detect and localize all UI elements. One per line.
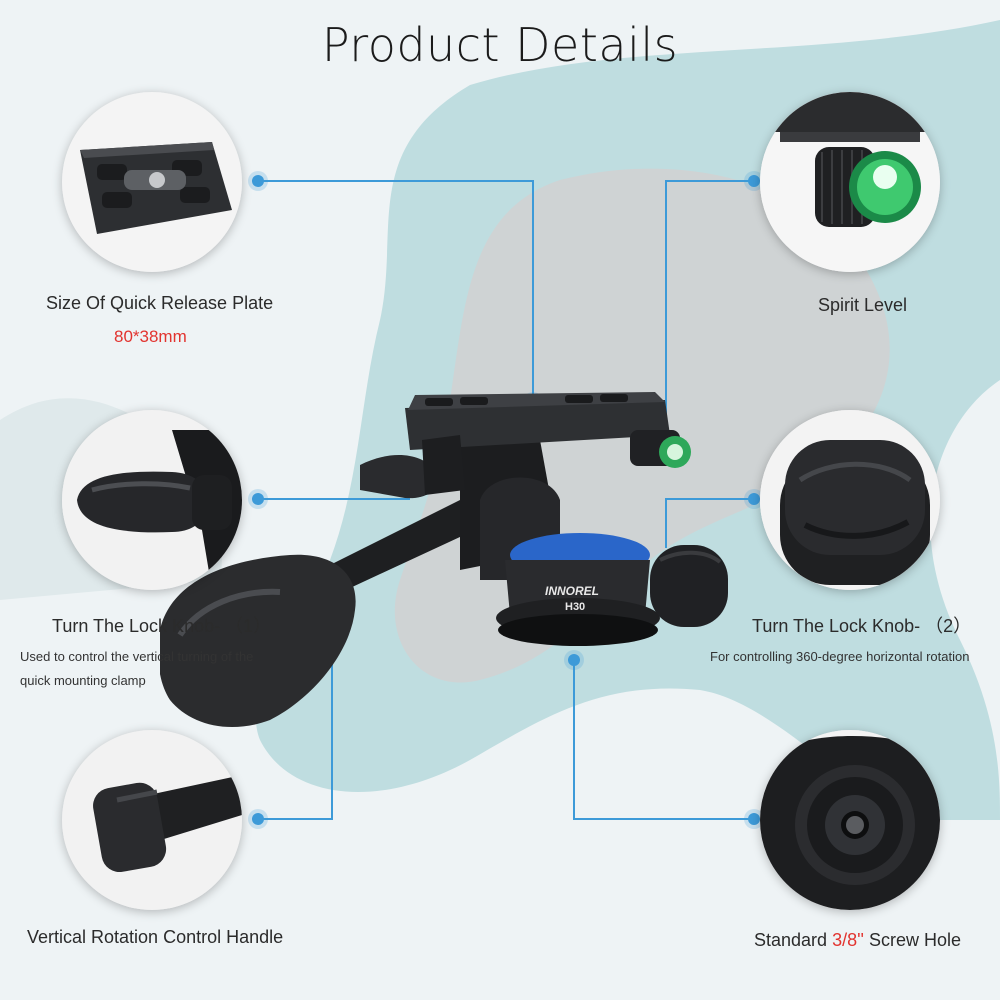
screw-connector-dot	[748, 813, 760, 825]
handle-connector-dot	[252, 813, 264, 825]
level-connector-dot	[748, 175, 760, 187]
page-title: Product Details	[321, 18, 679, 72]
knob2-connector-dot	[748, 493, 760, 505]
handle-circle	[62, 730, 242, 910]
plate-circle	[62, 92, 242, 272]
lock-knob-1-circle	[62, 410, 242, 590]
screw-hole-label-prefix: Standard	[754, 930, 833, 950]
lock-knob-2-label: Turn The Lock Knob- （2）	[752, 616, 972, 636]
screw-connector-h	[573, 818, 755, 820]
lock-knob-icon	[760, 410, 940, 590]
model-text: H30	[565, 601, 585, 613]
lock-knob-1-label: Turn The Lock Knob- （1）	[52, 616, 272, 636]
lock-knob-1-desc: Used to control the vertical turning of …	[20, 645, 253, 693]
handle-connector-v	[331, 620, 333, 820]
knob2-connector-v	[665, 498, 667, 548]
handle-connector-h	[258, 818, 332, 820]
handle-icon	[62, 730, 242, 910]
screw-target-dot	[568, 654, 580, 666]
knob1-connector-h	[258, 498, 410, 500]
spirit-level-icon	[760, 92, 940, 272]
lock-knob-icon	[62, 410, 242, 590]
lock-knob-2-desc: For controlling 360-degree horizontal ro…	[710, 649, 970, 664]
level-connector-v	[665, 180, 667, 442]
knob2-connector-h	[665, 498, 755, 500]
plate-connector-dot	[252, 175, 264, 187]
level-connector-h	[665, 180, 755, 182]
screw-hole-icon	[760, 730, 940, 910]
handle-label: Vertical Rotation Control Handle	[27, 927, 284, 947]
screw-hole-size: 3/8''	[832, 930, 864, 950]
plate-icon	[62, 92, 242, 272]
tripod-head-image: INNOREL H30	[160, 392, 728, 727]
lock-knob-1-desc-line2: quick mounting clamp	[20, 673, 146, 688]
plate-connector-v	[532, 180, 534, 402]
screw-hole-label-suffix: Screw Hole	[863, 930, 961, 950]
spirit-level-label: Spirit Level	[818, 295, 908, 315]
lock-knob-2-circle	[760, 410, 940, 590]
plate-label: Size Of Quick Release Plate	[46, 293, 274, 313]
knob1-connector-dot	[252, 493, 264, 505]
brand-text: INNOREL	[545, 584, 599, 598]
spirit-level-circle	[760, 92, 940, 272]
lock-knob-1-desc-line1: Used to control the vertical turning of …	[20, 649, 254, 664]
screw-hole-circle	[760, 730, 940, 910]
plate-size-value: 80*38mm	[114, 327, 187, 346]
plate-connector-h	[258, 180, 533, 182]
screw-hole-label: Standard 3/8'' Screw Hole	[754, 930, 961, 951]
screw-connector-v	[573, 660, 575, 819]
